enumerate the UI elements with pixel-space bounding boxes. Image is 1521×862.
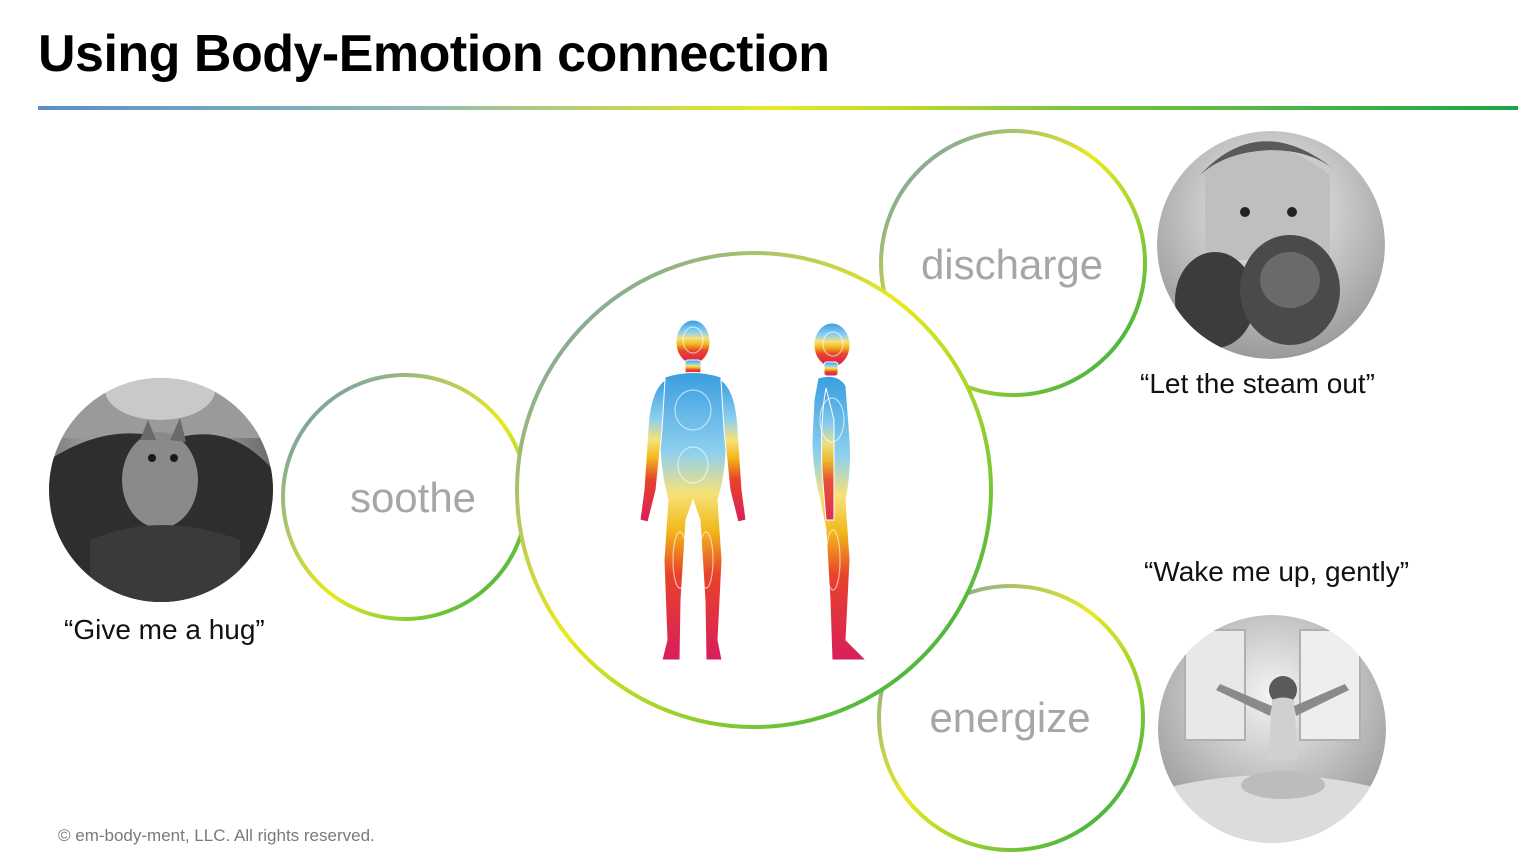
soothe-label: soothe <box>350 474 476 521</box>
energize-ring <box>877 584 1145 852</box>
person-hugging-kitten-photo <box>49 378 273 602</box>
discharge-quote: “Let the steam out” <box>1140 368 1376 399</box>
discharge-ring <box>879 129 1147 397</box>
energize-quote: “Wake me up, gently” <box>1144 556 1410 587</box>
body-front-figure <box>639 319 747 661</box>
body-front-contours <box>672 326 714 589</box>
body-center-ring <box>515 251 993 729</box>
body-side-figure <box>811 322 868 661</box>
discharge-label: discharge <box>921 241 1103 288</box>
energize-label: energize <box>929 694 1090 741</box>
body-side-contours <box>819 331 845 591</box>
page-title: Using Body-Emotion connection <box>38 25 830 83</box>
girl-stretching-on-bed-photo <box>1158 615 1386 843</box>
boy-with-boxing-gloves-photo <box>1157 131 1385 359</box>
copyright-footer: © em-body-ment, LLC. All rights reserved… <box>58 826 375 845</box>
title-divider <box>38 106 1518 110</box>
soothe-quote: “Give me a hug” <box>64 614 265 645</box>
